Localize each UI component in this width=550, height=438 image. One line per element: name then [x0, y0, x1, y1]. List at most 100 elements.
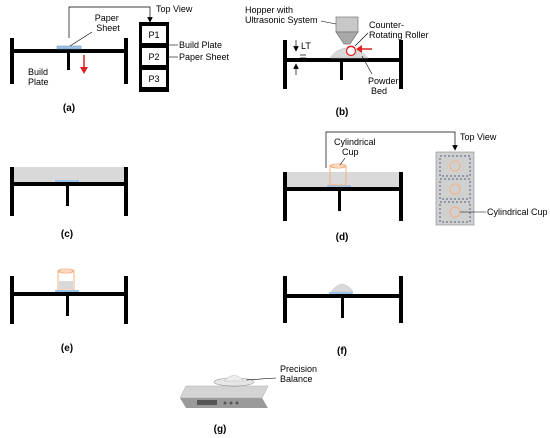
balance-button-2: [229, 401, 233, 405]
b-frame-right-post: [399, 40, 403, 89]
panel-e: (e): [10, 268, 128, 354]
frame-right-post: [124, 38, 128, 84]
roller-rotation-mark: [346, 45, 356, 49]
frame-left-post: [10, 38, 14, 84]
e-frame-left-post: [10, 276, 14, 324]
hopper-body: [335, 16, 359, 33]
build-plate-line-2: Plate: [28, 77, 49, 87]
f-build-plate-bar: [287, 294, 399, 298]
balance-line-1: Precision: [280, 364, 317, 374]
d-frame-left-post: [283, 172, 287, 221]
balance-leader: [245, 377, 277, 381]
hopper-funnel: [335, 31, 359, 45]
d-top-view-label: Top View: [460, 132, 497, 142]
b-piston-rod: [340, 62, 343, 80]
f-paper-sheet: [329, 292, 353, 294]
d-frame-right-post: [399, 172, 403, 221]
hopper-line-1: Hopper with: [245, 5, 293, 15]
d-tv-cup-label: Cylindrical Cup: [487, 207, 548, 217]
hopper-leader: [320, 20, 337, 25]
d-tv-cell-1: [439, 155, 471, 177]
panel-d: Cylindrical Cup Top View Cylindrical Cup…: [283, 131, 548, 243]
piston-rod: [67, 53, 70, 70]
d-top-view-panel: [435, 151, 475, 226]
e-powder-in-cup: [59, 281, 73, 289]
e-cup-rim: [57, 268, 75, 274]
caption-c: (c): [61, 229, 73, 240]
build-plate-label: Build Plate: [28, 67, 51, 87]
e-build-plate-bar: [14, 292, 124, 296]
e-paper-sheet: [55, 290, 79, 292]
paper-sheet-line-2: Sheet: [96, 23, 120, 33]
balance-line-2: Balance: [280, 374, 313, 384]
cell-p3-label: P3: [148, 74, 159, 84]
tv-paper-sheet-label: Paper Sheet: [179, 52, 230, 62]
balance-top: [179, 385, 269, 399]
balance-button-3: [235, 401, 239, 405]
f-piston-rod: [341, 298, 344, 318]
top-view-label: Top View: [156, 4, 193, 14]
d-piston-rod: [338, 191, 341, 211]
c-frame-right-post: [124, 167, 128, 216]
panel-g: Precision Balance (g): [179, 364, 320, 435]
cell-p2-label: P2: [148, 52, 159, 62]
powder-bed-line-2: Bed: [371, 86, 387, 96]
paper-sheet-line-1: Paper: [95, 13, 119, 23]
build-plate-bar: [14, 49, 124, 53]
powder-bed-label: Powder Bed: [368, 76, 401, 96]
caption-g: (g): [214, 424, 227, 435]
balance-button-1: [223, 401, 227, 405]
c-paper-sheet: [55, 180, 79, 182]
d-tv-cup-2: [449, 183, 461, 195]
b-frame-left-post: [283, 40, 287, 89]
d-cup-line-1: Cylindrical: [334, 137, 376, 147]
b-build-plate-bar: [287, 58, 399, 62]
caption-f: (f): [337, 346, 347, 357]
d-cup-line-2: Cup: [342, 147, 359, 157]
roller-leader: [354, 32, 369, 47]
top-view-connector: [68, 6, 153, 38]
c-build-plate-bar: [14, 182, 124, 186]
roller-line-1: Counter-: [369, 20, 404, 30]
panel-b: Hopper with Ultrasonic System Counter- R…: [245, 5, 429, 118]
f-frame-left-post: [283, 276, 287, 323]
e-frame-right-post: [124, 276, 128, 324]
f-powder-heap: [330, 283, 354, 293]
balance-display: [197, 400, 217, 405]
cell-p3: [142, 70, 166, 87]
counter-rotating-roller: [345, 45, 357, 57]
tv-build-plate-label: Build Plate: [179, 40, 222, 50]
d-build-plate-bar: [287, 187, 399, 191]
roller-label: Counter- Rotating Roller: [369, 20, 429, 40]
d-top-view-connector: [325, 131, 458, 168]
roller-line-2: Rotating Roller: [369, 30, 429, 40]
d-tv-cup-1: [449, 160, 461, 172]
caption-b: (b): [336, 107, 349, 118]
build-plate-line-1: Build: [28, 67, 48, 77]
lt-label: LT: [301, 41, 311, 51]
f-frame-right-post: [399, 276, 403, 323]
d-cup-label: Cylindrical Cup: [334, 137, 378, 157]
paper-leader: [69, 31, 93, 47]
c-powder-bed: [14, 167, 124, 182]
paper-sheet-label: Paper Sheet: [95, 13, 122, 33]
roller-red-arrow-head: [356, 45, 362, 53]
d-paper-sheet: [327, 185, 351, 187]
balance-powder: [223, 375, 245, 382]
panel-c: (c): [10, 167, 128, 240]
balance-label: Precision Balance: [280, 364, 320, 384]
d-powder-bed: [287, 172, 399, 187]
powder-bed-leader: [361, 55, 373, 75]
panel-a: Paper Sheet Build Plate Top View P1 P2 P…: [10, 4, 230, 114]
paper-sheet: [56, 45, 82, 50]
d-cup-leader: [339, 157, 346, 166]
cell-p2: [142, 48, 166, 65]
d-cylindrical-cup: [329, 165, 347, 186]
cell-p1: [142, 26, 166, 43]
cell-p1-label: P1: [148, 30, 159, 40]
d-tv-cell-2: [439, 178, 471, 200]
hopper-label: Hopper with Ultrasonic System: [245, 5, 318, 25]
e-piston-rod: [66, 296, 69, 316]
hopper-line-2: Ultrasonic System: [245, 15, 318, 25]
